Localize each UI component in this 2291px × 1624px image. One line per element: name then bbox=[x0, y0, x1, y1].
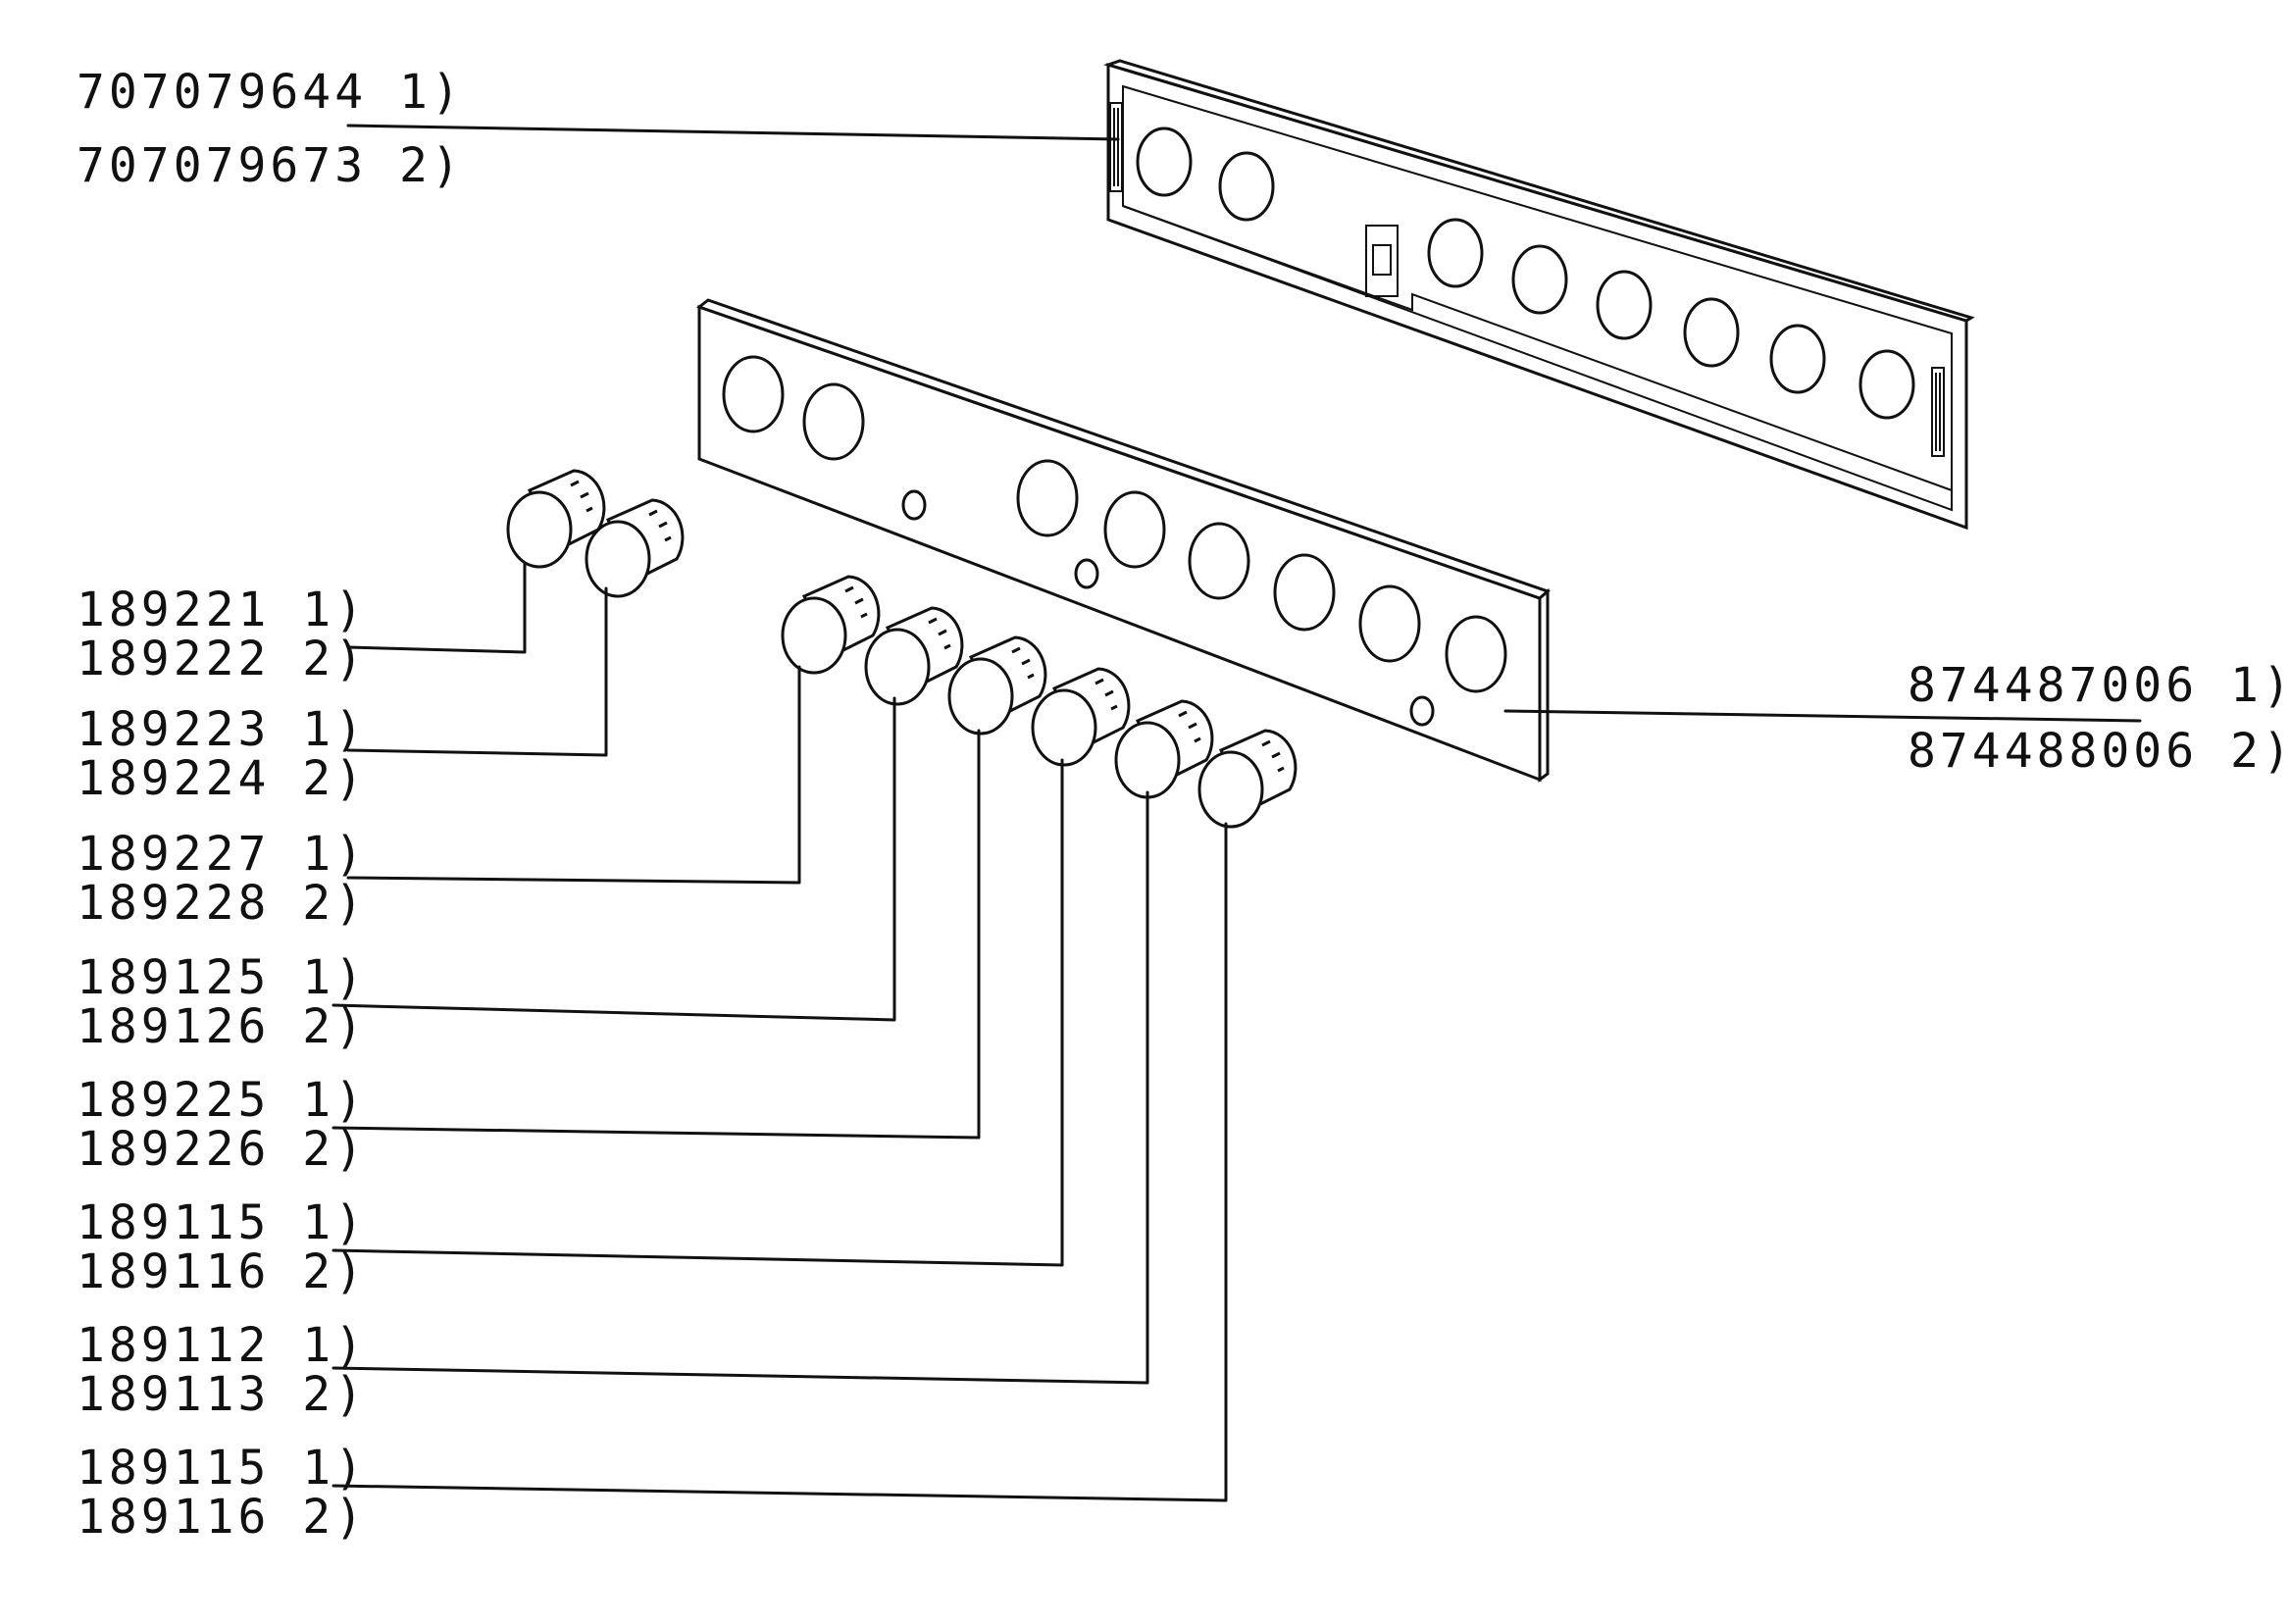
leader-knob-3 bbox=[346, 665, 801, 885]
knob-7 bbox=[1114, 699, 1214, 799]
label-knob-2-line1: 189223 1) bbox=[76, 702, 367, 757]
label-knob-5-line1: 189225 1) bbox=[76, 1073, 367, 1128]
leader-knob-5 bbox=[331, 729, 981, 1140]
leader-knob-8 bbox=[331, 822, 1228, 1502]
label-knob-2-line2: 189224 2) bbox=[76, 751, 367, 806]
label-knob-1-line2: 189222 2) bbox=[76, 632, 367, 686]
part-number-labels: 707079644 1) 707079673 2) 874487006 1) 8… bbox=[76, 65, 2291, 1545]
label-knob-8-line2: 189116 2) bbox=[76, 1490, 367, 1545]
front-panel bbox=[695, 298, 1551, 783]
knob-4 bbox=[864, 606, 964, 706]
label-knob-7-line2: 189113 2) bbox=[76, 1367, 367, 1422]
label-knob-3-line1: 189227 1) bbox=[76, 827, 367, 882]
label-knob-3-line2: 189228 2) bbox=[76, 876, 367, 931]
label-knob-6-line2: 189116 2) bbox=[76, 1244, 367, 1299]
leader-frame bbox=[346, 124, 1120, 141]
leader-knob-7 bbox=[331, 790, 1149, 1385]
label-knob-5-line2: 189226 2) bbox=[76, 1122, 367, 1177]
label-panel-line1: 874487006 1) bbox=[1908, 658, 2291, 713]
label-knob-1-line1: 189221 1) bbox=[76, 583, 367, 637]
label-frame-line2: 707079673 2) bbox=[76, 138, 464, 193]
knob-6 bbox=[1031, 667, 1131, 767]
label-knob-6-line1: 189115 1) bbox=[76, 1195, 367, 1250]
knob-8 bbox=[1197, 729, 1298, 829]
leader-knob-6 bbox=[331, 758, 1064, 1267]
knob-5 bbox=[947, 635, 1047, 736]
leader-lines bbox=[331, 124, 2142, 1502]
label-knob-8-line1: 189115 1) bbox=[76, 1441, 367, 1496]
label-knob-7-line1: 189112 1) bbox=[76, 1318, 367, 1373]
label-frame-line1: 707079644 1) bbox=[76, 65, 464, 120]
label-panel-line2: 874488006 2) bbox=[1908, 724, 2291, 779]
leader-knob-1 bbox=[346, 562, 527, 654]
knob-3 bbox=[781, 575, 881, 675]
knob-2 bbox=[585, 498, 685, 598]
leader-panel bbox=[1503, 709, 2142, 723]
leader-knob-4 bbox=[331, 696, 896, 1022]
leader-knob-2 bbox=[346, 586, 608, 757]
back-frame bbox=[1103, 59, 1975, 531]
label-knob-4-line1: 189125 1) bbox=[76, 950, 367, 1005]
label-knob-4-line2: 189126 2) bbox=[76, 999, 367, 1054]
